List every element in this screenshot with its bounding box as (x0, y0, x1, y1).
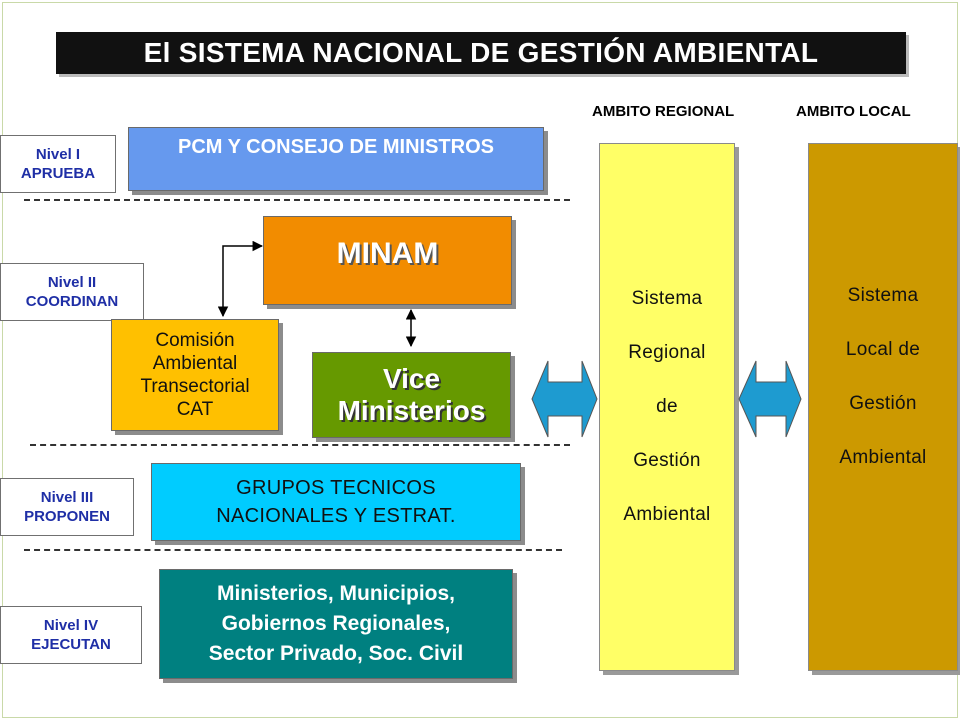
level-1-name: Nivel I (35, 146, 81, 163)
level-4-role: EJECUTAN (31, 636, 111, 653)
level-1-label: Nivel I APRUEBA (0, 135, 116, 193)
level-3-role: PROPONEN (24, 508, 110, 525)
page-title: El SISTEMA NACIONAL DE GESTIÓN AMBIENTAL (143, 37, 819, 68)
minam-box: MINAM (263, 216, 512, 305)
local-system-column: Sistema Local de Gestión Ambiental (808, 143, 958, 671)
level-2-role: COORDINAN (25, 293, 119, 310)
regional-system-label: Sistema Regional de Gestión Ambiental (623, 288, 711, 525)
separator-2 (30, 444, 570, 446)
minam-label: MINAM (336, 237, 439, 270)
header-ambito-regional: AMBITO REGIONAL (592, 103, 735, 120)
level-1-role: APRUEBA (20, 165, 96, 182)
separator-3 (24, 549, 562, 551)
header-ambito-local: AMBITO LOCAL (796, 103, 911, 120)
title-bar: El SISTEMA NACIONAL DE GESTIÓN AMBIENTAL (56, 32, 906, 74)
level-2-label: Nivel II COORDINAN (0, 263, 144, 321)
pcm-label: PCM Y CONSEJO DE MINISTROS (178, 136, 494, 158)
level-3-name: Nivel III (40, 489, 94, 506)
cat-box: Comisión Ambiental Transectorial CAT (111, 319, 279, 431)
cat-label: Comisión Ambiental Transectorial CAT (140, 330, 250, 420)
double-arrow-national-regional (531, 360, 598, 438)
ejecutores-label: Ministerios, Municipios, Gobiernos Regio… (208, 582, 464, 665)
ejecutores-box: Ministerios, Municipios, Gobiernos Regio… (159, 569, 513, 679)
grupos-tecnicos-label: GRUPOS TECNICOS NACIONALES Y ESTRAT. (216, 477, 456, 527)
pcm-box: PCM Y CONSEJO DE MINISTROS (128, 127, 544, 191)
double-arrow-regional-local (738, 360, 802, 438)
vice-ministerios-box: Vice Ministerios (312, 352, 511, 438)
level-4-name: Nivel IV (43, 617, 99, 634)
vice-ministerios-label: Vice Ministerios (337, 363, 486, 426)
grupos-tecnicos-box: GRUPOS TECNICOS NACIONALES Y ESTRAT. (151, 463, 521, 541)
level-4-label: Nivel IV EJECUTAN (0, 606, 142, 664)
level-3-label: Nivel III PROPONEN (0, 478, 134, 536)
separator-1 (24, 199, 570, 201)
level-2-name: Nivel II (47, 274, 97, 291)
regional-system-column: Sistema Regional de Gestión Ambiental (599, 143, 735, 671)
local-system-label: Sistema Local de Gestión Ambiental (839, 285, 927, 468)
cat-minam-connector (217, 240, 264, 318)
